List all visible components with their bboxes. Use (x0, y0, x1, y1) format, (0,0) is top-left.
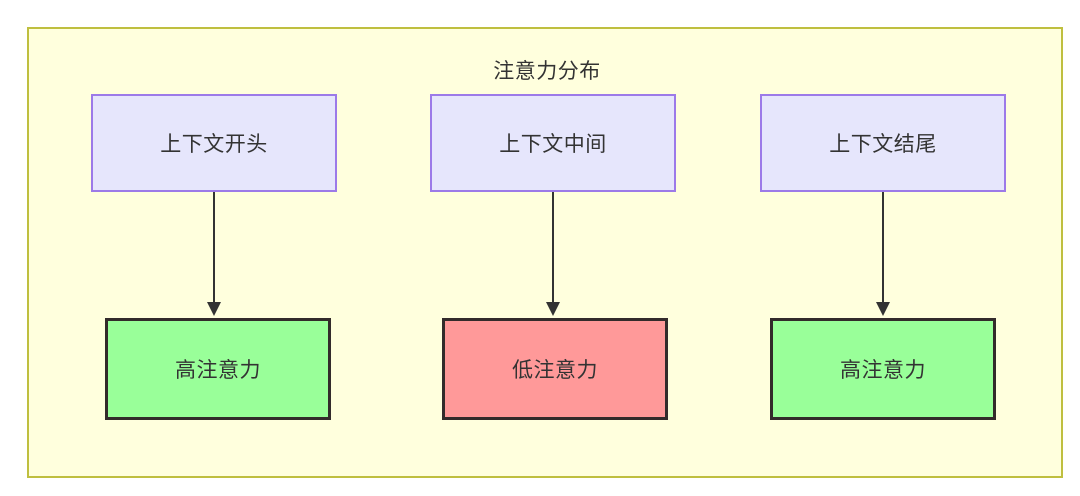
arrowhead-icon (207, 302, 221, 316)
arrow-shaft (882, 192, 884, 306)
node-label: 高注意力 (840, 358, 926, 382)
arrow-context-end-to-attention (876, 192, 890, 318)
node-context-middle[interactable]: 上下文中间 (430, 94, 676, 192)
node-label: 上下文开头 (160, 132, 268, 156)
diagram-container: 注意力分布 上下文开头 上下文中间 上下文结尾 高注意力 低 (27, 27, 1063, 478)
node-attention-low-middle[interactable]: 低注意力 (442, 318, 668, 420)
diagram-title: 注意力分布 (493, 59, 601, 83)
node-attention-high-start[interactable]: 高注意力 (105, 318, 331, 420)
node-context-start[interactable]: 上下文开头 (91, 94, 337, 192)
node-attention-high-end[interactable]: 高注意力 (770, 318, 996, 420)
node-label: 上下文结尾 (829, 132, 937, 156)
arrowhead-icon (876, 302, 890, 316)
arrow-shaft (552, 192, 554, 306)
arrow-context-start-to-attention (207, 192, 221, 318)
node-label: 低注意力 (512, 358, 598, 382)
node-context-end[interactable]: 上下文结尾 (760, 94, 1006, 192)
node-label: 高注意力 (175, 358, 261, 382)
arrowhead-icon (546, 302, 560, 316)
node-label: 上下文中间 (499, 132, 607, 156)
arrow-context-middle-to-attention (546, 192, 560, 318)
arrow-shaft (213, 192, 215, 306)
